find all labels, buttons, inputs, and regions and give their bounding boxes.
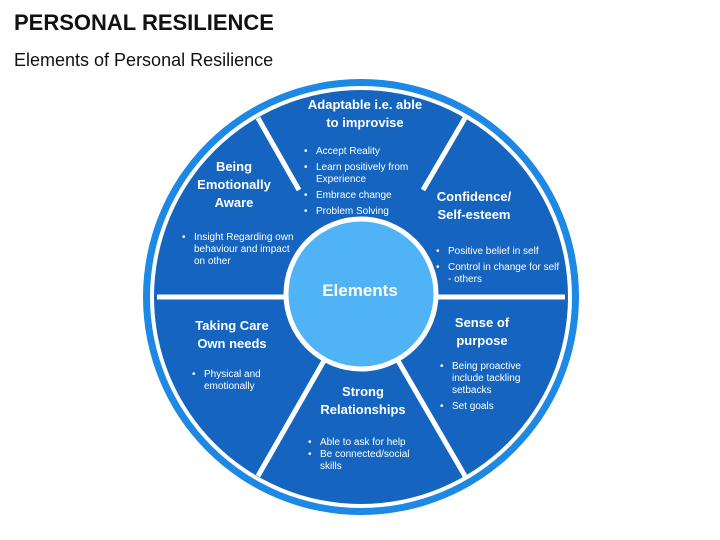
bullet-list: Being proactive include tackling setback…	[436, 361, 548, 413]
bullet-item: Be connected/social skills	[308, 449, 422, 473]
bullet-item: Set goals	[440, 401, 548, 413]
segment-title: Sense of purpose	[454, 315, 510, 348]
bullet-item: Positive belief in self	[436, 246, 560, 258]
segment-relationships: Strong Relationships Able to ask for hel…	[304, 383, 422, 477]
bullet-item: Accept Reality	[304, 146, 430, 158]
bullet-list: Insight Regarding own behaviour and impa…	[178, 232, 298, 268]
divider-2	[420, 116, 468, 192]
bullet-item: Being proactive include tackling setback…	[440, 361, 548, 397]
segment-title: Strong Relationships	[320, 384, 406, 417]
bullet-item: Embrace change	[304, 190, 430, 202]
page-title: PERSONAL RESILIENCE	[14, 10, 274, 35]
bullet-list: Positive belief in self Control in chang…	[432, 246, 560, 286]
bullet-item: Insight Regarding own behaviour and impa…	[182, 232, 298, 268]
bullet-item: Control in change for self - others	[436, 262, 560, 286]
bullet-list: Physical and emotionally	[180, 369, 284, 393]
divider-5	[255, 357, 328, 478]
segment-title: Being Emotionally Aware	[197, 159, 271, 210]
bullet-item: Able to ask for help	[308, 437, 422, 449]
segment-adaptable: Adaptable i.e. able to improvise Accept …	[300, 96, 430, 222]
bullet-item: Problem Solving	[304, 206, 430, 218]
bullet-list: Able to ask for help Be connected/social…	[304, 437, 422, 473]
segment-taking-care: Taking Care Own needs Physical and emoti…	[180, 317, 284, 397]
segment-confidence: Confidence/ Self-esteem Positive belief …	[432, 188, 560, 290]
bullet-item: Learn positively from Experience	[304, 162, 430, 186]
center-label: Elements	[322, 281, 398, 300]
segment-purpose: Sense of purpose Being proactive include…	[436, 314, 548, 417]
bullet-item: Physical and emotionally	[192, 369, 284, 393]
segment-emotionally-aware: Being Emotionally Aware Insight Regardin…	[178, 158, 298, 272]
segment-title: Confidence/ Self-esteem	[436, 189, 512, 222]
segment-title: Adaptable i.e. able to improvise	[307, 97, 423, 130]
page-subtitle: Elements of Personal Resilience	[14, 50, 274, 70]
bullet-list: Accept Reality Learn positively from Exp…	[300, 146, 430, 218]
center-circle	[283, 216, 439, 372]
divider-4	[394, 357, 468, 478]
divider-1	[255, 116, 302, 192]
segment-title: Taking Care Own needs	[195, 318, 269, 351]
